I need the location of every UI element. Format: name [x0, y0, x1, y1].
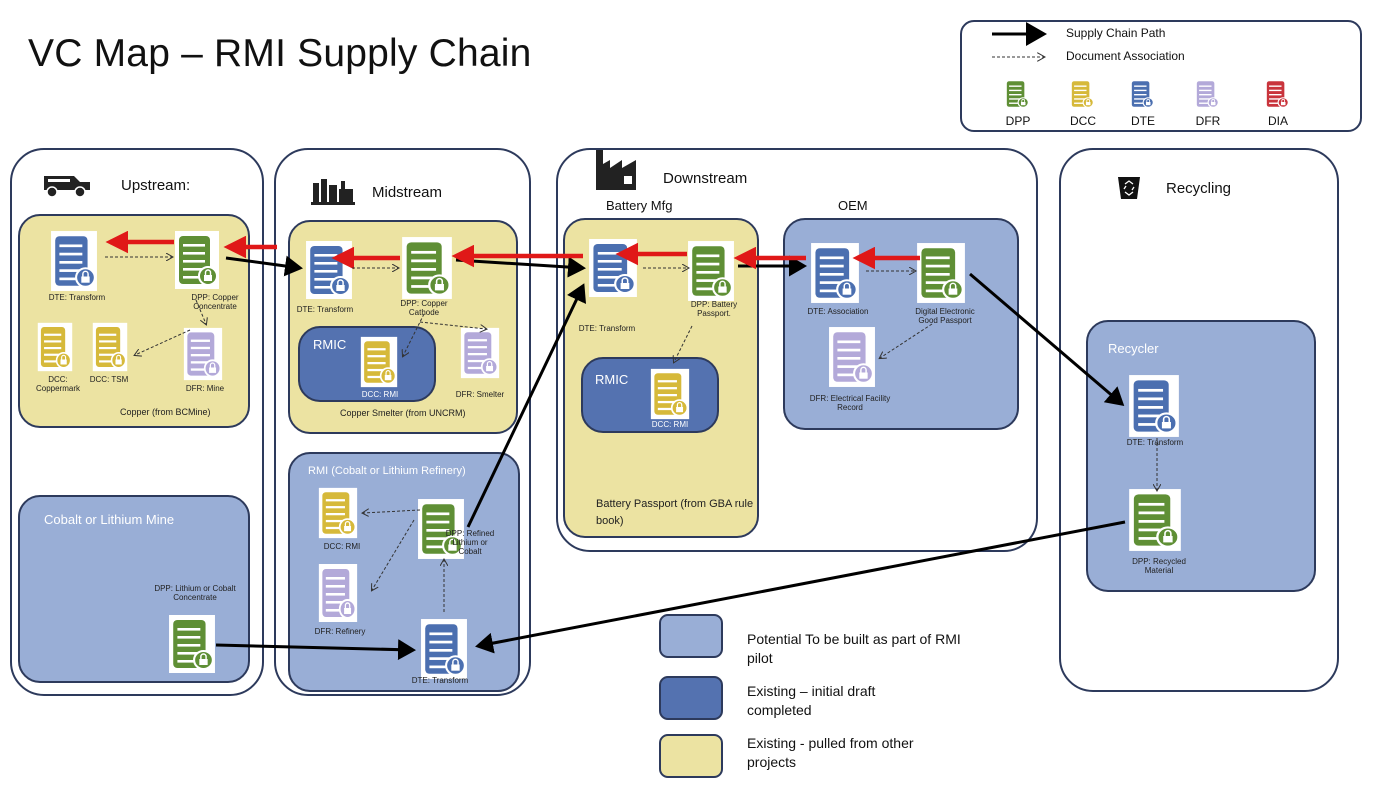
document-label-ref-dte: DTE: Transform [411, 676, 469, 685]
key-swatch-existing-draft [659, 676, 723, 720]
document-label-oem-dte: DTE: Association [807, 307, 869, 316]
document-label-oem-dpp: Digital Electronic Good Passport [915, 307, 975, 326]
battery-mfg-label: Battery Mfg [606, 198, 673, 213]
dcc-document-icon [92, 322, 128, 377]
recycling-heading: Recycling [1166, 180, 1232, 197]
legend-supply-chain-path: Supply Chain Path [1066, 26, 1166, 40]
key-label-potential: Potential To be built as part of RMI pil… [747, 631, 961, 666]
dpp-document-icon [1128, 488, 1182, 557]
document-label-rec-dpp: DPP: Recycled Material [1132, 557, 1186, 576]
dcc-document-icon [318, 487, 358, 544]
legend-dia-label: DIA [1267, 114, 1288, 128]
rmic-label-midstream: RMIC [313, 337, 347, 352]
dfr-document-icon [318, 563, 358, 628]
dte-document-icon [810, 242, 860, 309]
legend-dpp-label: DPP [1005, 114, 1031, 128]
dte-document-icon [50, 230, 98, 297]
document-label-up-dcc2: DCC: TSM [89, 375, 129, 384]
cobalt-mine-label: Cobalt or Lithium Mine [44, 512, 175, 527]
document-label-mid-dcc: DCC: RMI [361, 390, 399, 399]
key-label-existing-draft: Existing – initial draft completed [747, 683, 876, 718]
downstream-heading: Downstream [663, 170, 748, 187]
document-label-mid-dte: DTE: Transform [296, 305, 354, 314]
dpp-document-icon [687, 240, 735, 307]
document-label-mid-dpp: DPP: Copper Cathode [400, 299, 448, 318]
dfr-document-icon [460, 327, 500, 384]
dcc-document-icon [37, 322, 73, 377]
rmic-box-battery [581, 357, 719, 433]
key-swatch-potential [659, 614, 723, 658]
recycling-bin-icon [1118, 177, 1140, 199]
legend-dia-icon [1264, 78, 1290, 115]
page-title: VC Map – RMI Supply Chain [28, 32, 532, 75]
document-label-cob-dpp: DPP: Lithium or Cobalt Concentrate [154, 584, 236, 603]
document-label-bat-dte: DTE: Transform [578, 324, 636, 333]
document-label-up-dte: DTE: Transform [48, 293, 106, 302]
document-label-up-dcc1: DCC: Coppermark [35, 375, 80, 394]
midstream-heading: Midstream [372, 184, 443, 201]
dte-document-icon [588, 238, 638, 303]
dfr-document-icon [183, 327, 223, 386]
document-label-up-dfr: DFR: Mine [185, 384, 225, 393]
legend-dte-label: DTE [1131, 114, 1155, 128]
upstream-heading: Upstream: [121, 177, 191, 194]
mining-truck-icon [44, 176, 90, 198]
key-label-existing-pulled: Existing - pulled from other projects [747, 735, 914, 770]
battery-passport-label: Battery Passport (from GBA rule book) [596, 498, 754, 528]
recycler-label: Recycler [1108, 341, 1159, 356]
dpp-document-icon [174, 230, 220, 295]
dcc-document-icon [360, 336, 398, 393]
recycler-box [1086, 320, 1316, 592]
document-label-bat-dpp: DPP: Battery Passport. [690, 300, 738, 319]
legend-dfr-label: DFR [1195, 114, 1221, 128]
legend-dcc-label: DCC [1070, 114, 1096, 128]
document-label-mid-dfr: DFR: Smelter [455, 390, 505, 399]
legend-dcc-icon [1069, 78, 1095, 115]
key-swatch-existing-pulled [659, 734, 723, 778]
dte-document-icon [420, 618, 468, 685]
legend-document-association: Document Association [1066, 49, 1185, 63]
document-label-bat-dcc: DCC: RMI [651, 420, 689, 429]
document-label-oem-dfr: DFR: Electrical Facility Record [809, 394, 891, 413]
legend-dfr-icon [1194, 78, 1220, 115]
dte-document-icon [305, 240, 353, 305]
document-label-ref-dpp: DPP: Refined Lithium or Cobalt [445, 529, 495, 557]
copper-smelter-label: Copper Smelter (from UNCRM) [340, 408, 466, 418]
dpp-document-icon [401, 236, 453, 305]
factory-icon [596, 150, 636, 190]
dpp-document-icon [916, 242, 966, 309]
oem-label: OEM [838, 198, 868, 213]
rmi-refinery-label: RMI (Cobalt or Lithium Refinery) [308, 465, 466, 477]
copper-box-label: Copper (from BCMine) [120, 407, 211, 417]
legend: Supply Chain Path Document Association D… [960, 20, 1362, 132]
legend-dte-icon [1129, 78, 1155, 115]
dcc-document-icon [650, 368, 690, 425]
dpp-document-icon [168, 614, 216, 679]
legend-arrows [992, 22, 1047, 134]
rmic-label-battery: RMIC [595, 372, 629, 387]
dpp-document-icon [417, 498, 465, 565]
document-label-rec-dte: DTE: Transform [1126, 438, 1184, 447]
legend-dpp-icon [1004, 78, 1030, 115]
plant-icon [311, 179, 355, 205]
dfr-document-icon [828, 326, 876, 393]
document-label-ref-dcc: DCC: RMI [323, 542, 361, 551]
document-label-ref-dfr: DFR: Refinery [314, 627, 366, 636]
document-label-up-dpp: DPP: Copper Concentrate [191, 293, 239, 312]
dte-document-icon [1128, 374, 1180, 443]
